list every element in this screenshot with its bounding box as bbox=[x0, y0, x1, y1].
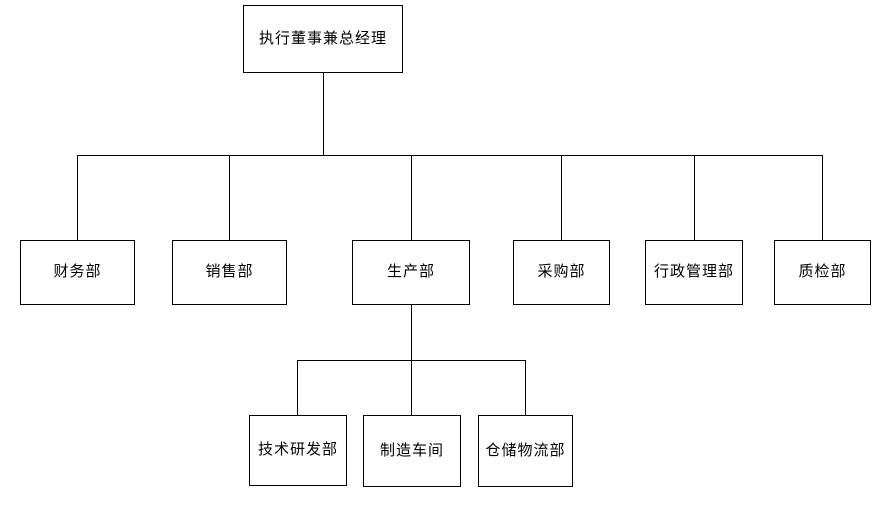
node-warehouse-logistics-dept[interactable]: 仓储物流部 bbox=[478, 415, 573, 487]
node-manufacturing-workshop[interactable]: 制造车间 bbox=[363, 415, 461, 487]
node-quality-inspection-dept[interactable]: 质检部 bbox=[774, 240, 871, 305]
node-label: 采购部 bbox=[537, 264, 586, 280]
node-label: 财务部 bbox=[53, 264, 102, 280]
node-label: 技术研发部 bbox=[257, 442, 338, 458]
node-label: 仓储物流部 bbox=[485, 442, 566, 459]
node-label: 行政管理部 bbox=[653, 264, 734, 280]
node-finance-dept[interactable]: 财务部 bbox=[20, 240, 135, 305]
node-tech-rd-dept[interactable]: 技术研发部 bbox=[249, 415, 347, 486]
node-label: 生产部 bbox=[386, 264, 435, 280]
node-label: 销售部 bbox=[205, 264, 254, 280]
node-executive-director-gm[interactable]: 执行董事兼总经理 bbox=[243, 5, 403, 73]
node-procurement-dept[interactable]: 采购部 bbox=[513, 240, 610, 305]
node-label: 执行董事兼总经理 bbox=[258, 30, 387, 47]
node-production-dept[interactable]: 生产部 bbox=[352, 240, 470, 305]
node-label: 质检部 bbox=[798, 264, 847, 280]
node-admin-management-dept[interactable]: 行政管理部 bbox=[645, 240, 743, 305]
node-label: 制造车间 bbox=[379, 442, 444, 459]
node-sales-dept[interactable]: 销售部 bbox=[172, 240, 287, 305]
